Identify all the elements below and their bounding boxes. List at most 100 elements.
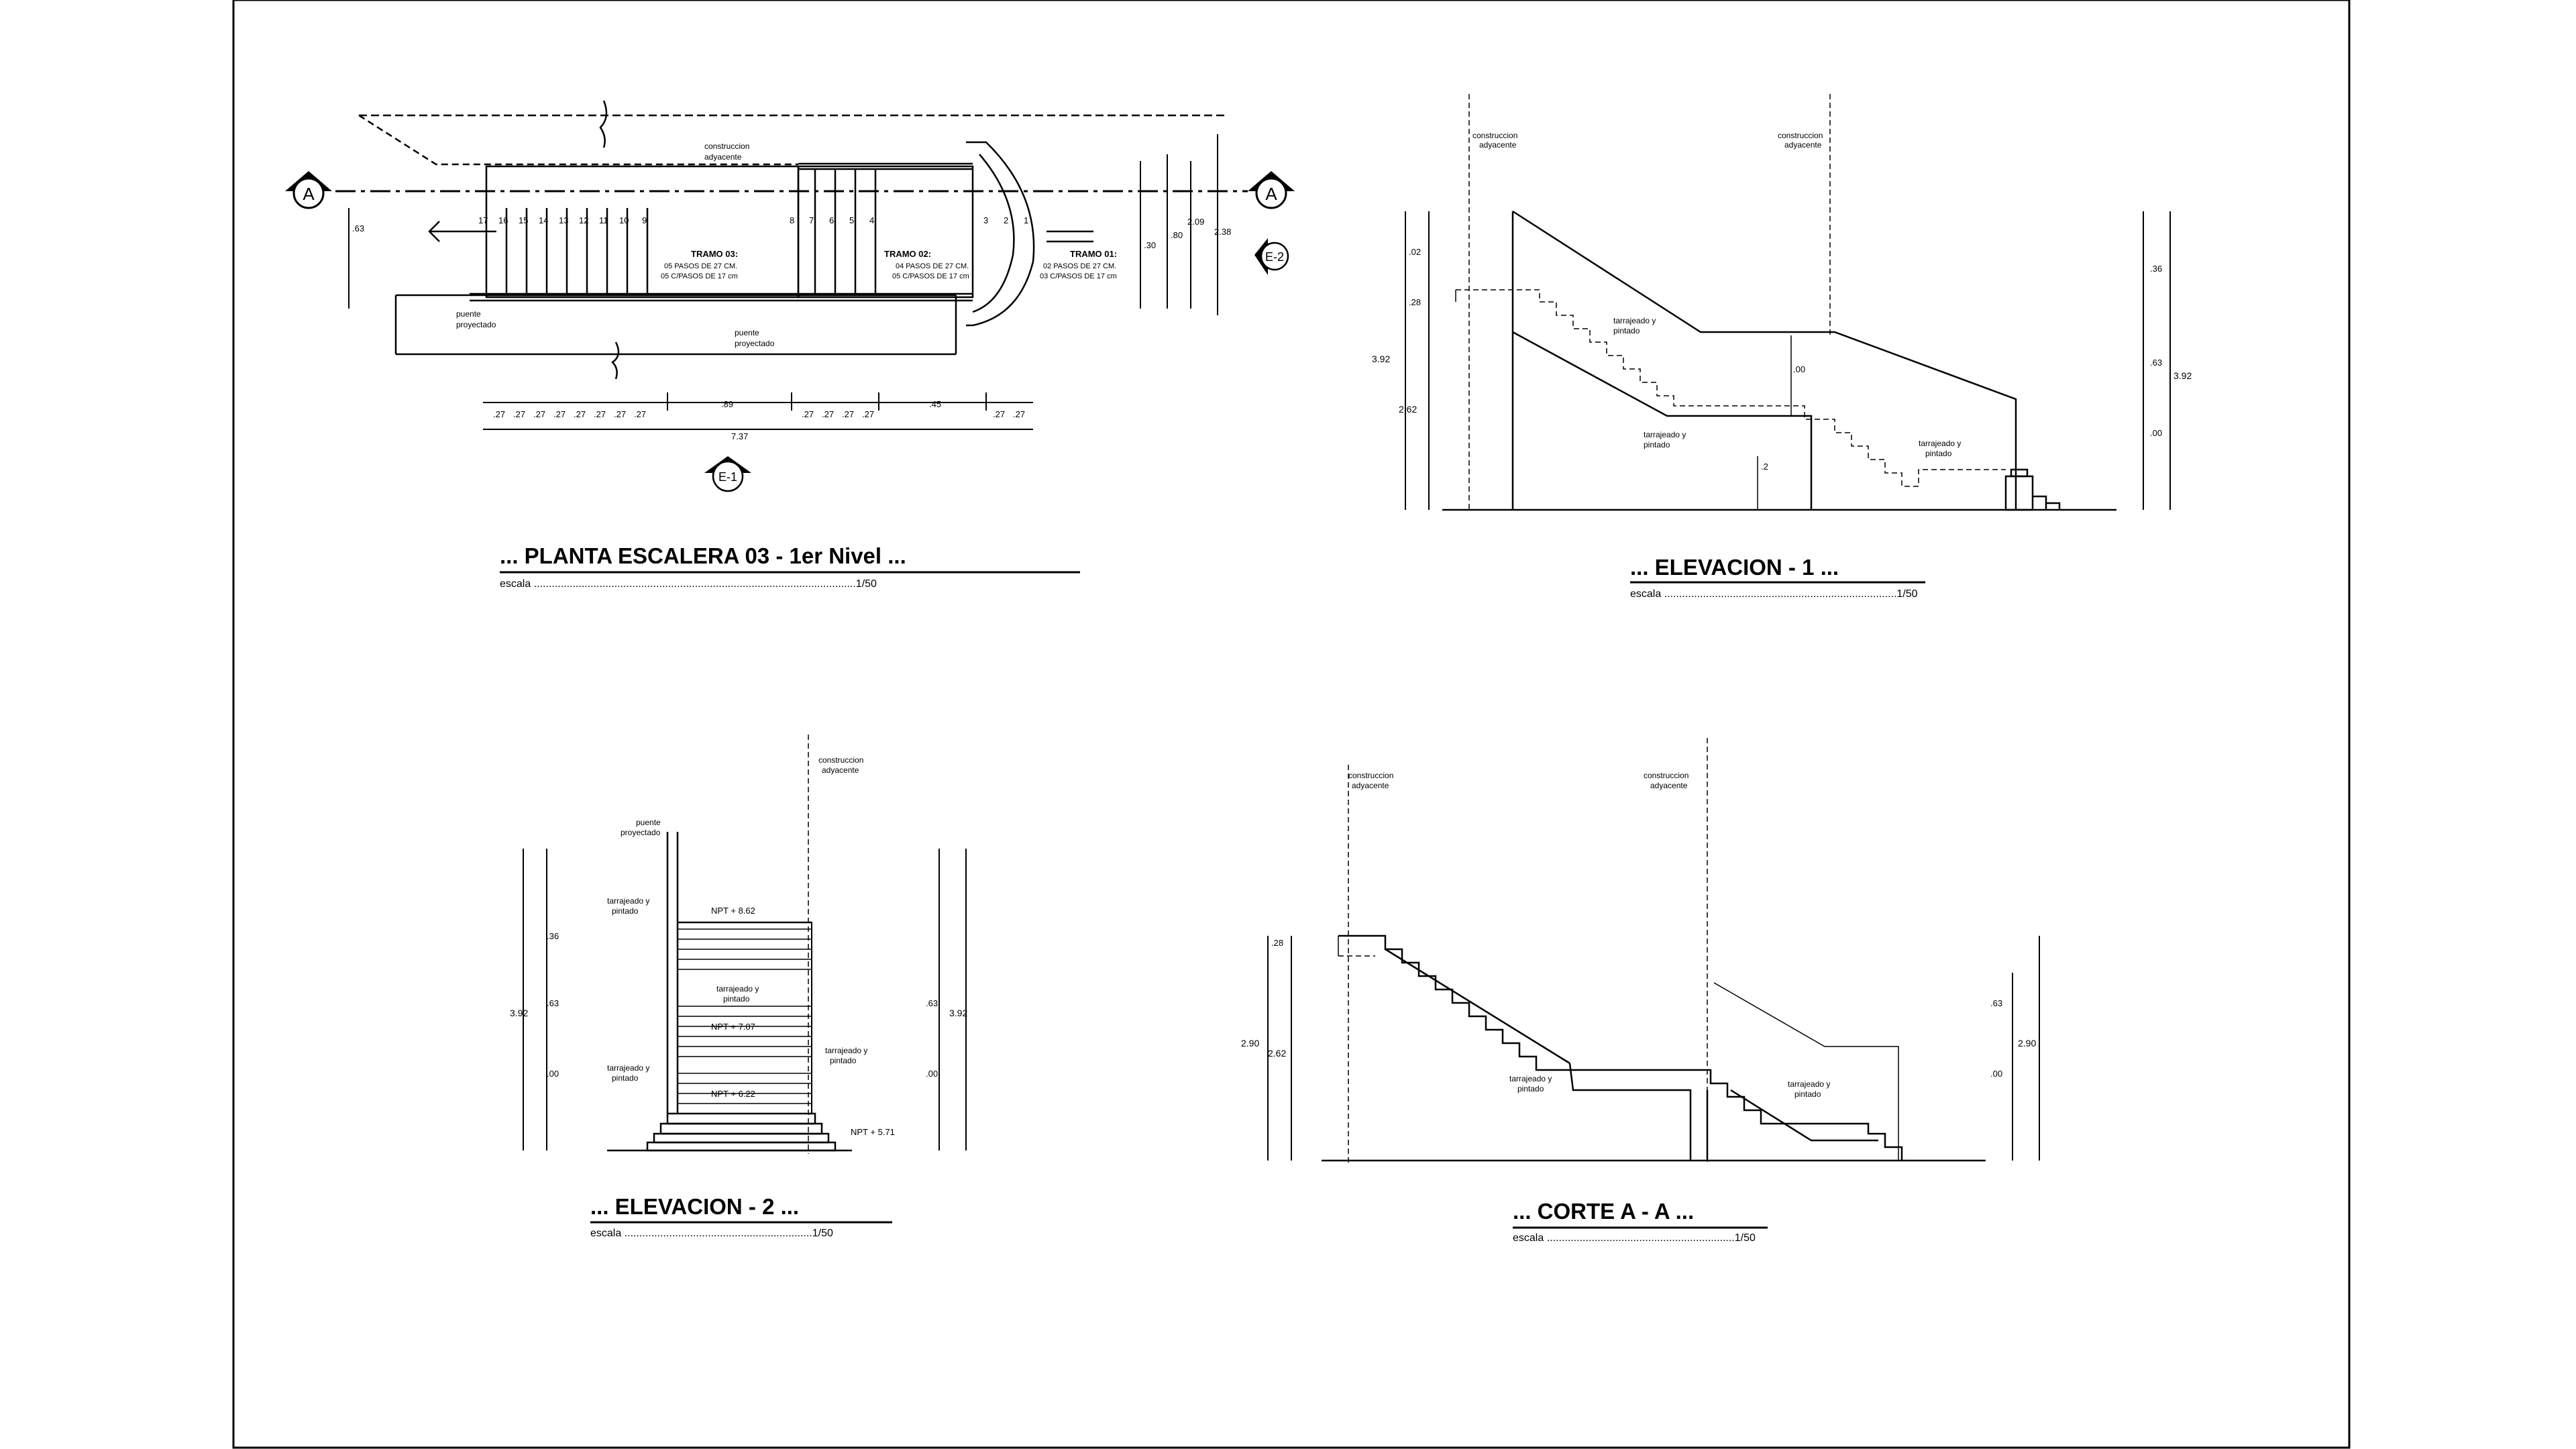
dim-text: 2.62	[1399, 404, 1417, 415]
section-aa-view	[1267, 738, 2040, 1164]
dim-text: .27	[574, 409, 586, 419]
tramo03-pasos: 05 PASOS DE 27 CM.	[664, 262, 737, 270]
plan-proyectado-2: proyectado	[735, 339, 775, 348]
dim-text: 2.09	[1187, 217, 1204, 227]
npt-level: NPT + 7.07	[711, 1022, 755, 1032]
elev2-pintado-c: pintado	[612, 1073, 639, 1083]
plan-view	[335, 100, 1248, 380]
corte-scale: escala .................................…	[1513, 1232, 1756, 1244]
dim-text: .00	[926, 1069, 938, 1079]
cut-marker-left: A	[285, 171, 332, 209]
dim-text: .27	[594, 409, 606, 419]
step-number: 5	[849, 215, 854, 225]
dim-text: .00	[1793, 364, 1805, 374]
dim-text: .00	[547, 1069, 559, 1079]
elev2-adyacente: adyacente	[822, 765, 859, 775]
elev1-pintado-c: pintado	[1925, 449, 1952, 458]
step-number: 14	[539, 215, 548, 225]
step-number: 3	[983, 215, 988, 225]
elevation-2-view	[523, 735, 967, 1154]
elev1-title: ... ELEVACION - 1 ...	[1630, 555, 1839, 580]
dim-text: .27	[822, 409, 834, 419]
tramo01-title: TRAMO 01:	[1070, 249, 1117, 259]
plan-title: ... PLANTA ESCALERA 03 - 1er Nivel ...	[500, 543, 906, 568]
dim-text: .00	[2150, 428, 2162, 438]
dim-text: 3.92	[1372, 354, 1390, 364]
dim-text: .27	[862, 409, 874, 419]
plan-scale: escala .................................…	[500, 578, 877, 590]
dim-text: .27	[993, 409, 1005, 419]
elevation-marker-e1: E-1	[704, 456, 751, 492]
dim-text: .89	[721, 399, 733, 409]
step-number: 8	[790, 215, 794, 225]
plan-dimension-text: .27 .27 .27 .27 .27 .27 .27 .27 .89 .27 …	[352, 217, 1231, 441]
dim-text: .28	[1409, 297, 1421, 307]
plan-puente-2: puente	[735, 328, 759, 337]
step-number: 7	[809, 215, 814, 225]
corte-adyacente-a: adyacente	[1352, 781, 1389, 790]
cut-label-a-left: A	[303, 184, 315, 204]
dim-text: .36	[547, 931, 559, 941]
npt-level: NPT + 5.71	[851, 1127, 895, 1137]
step-number: 9	[642, 215, 647, 225]
elevation-2-title-block: ... ELEVACION - 2 ... escala ...........…	[590, 1194, 892, 1239]
elevation-1-labels: construccion adyacente construccion adya…	[1372, 131, 2192, 472]
corte-construccion-a: construccion	[1348, 771, 1393, 780]
plan-adyacente: adyacente	[704, 152, 742, 162]
dim-text: .27	[614, 409, 626, 419]
elev1-adyacente-a: adyacente	[1479, 140, 1517, 150]
corte-tarrajeado-a: tarrajeado y	[1509, 1074, 1552, 1083]
elev2-tarrajeado-a: tarrajeado y	[607, 896, 649, 906]
elev1-construccion-a: construccion	[1472, 131, 1517, 140]
plan-labels: construccion adyacente puente proyectado…	[456, 142, 1117, 348]
dim-text: .45	[929, 399, 941, 409]
elev2-tarrajeado-b: tarrajeado y	[716, 984, 759, 994]
plan-dimensions	[348, 134, 1218, 430]
e1-label: E-1	[718, 470, 737, 484]
step-number: 6	[829, 215, 834, 225]
elevation-2-labels: construccion adyacente puente proyectado…	[510, 755, 967, 1137]
dim-text: 2.38	[1214, 227, 1231, 237]
tramo02-pasos: 04 PASOS DE 27 CM.	[896, 262, 969, 270]
dim-text: .2	[1761, 462, 1768, 472]
corte-tarrajeado-b: tarrajeado y	[1788, 1079, 1830, 1089]
dim-text: .63	[352, 223, 364, 233]
step-number: 2	[1004, 215, 1008, 225]
dim-text: .27	[553, 409, 566, 419]
tramo01-pasos: 02 PASOS DE 27 CM.	[1043, 262, 1116, 270]
corte-construccion-b: construccion	[1644, 771, 1688, 780]
elev2-tarrajeado-c: tarrajeado y	[607, 1063, 649, 1073]
dim-text: .28	[1271, 938, 1283, 948]
step-number: 10	[619, 215, 629, 225]
tramo03-title: TRAMO 03:	[691, 249, 738, 259]
elev2-pintado-b: pintado	[723, 994, 750, 1004]
e2-label: E-2	[1265, 250, 1284, 264]
plan-puente: puente	[456, 309, 481, 319]
elev1-pintado-a: pintado	[1613, 326, 1640, 335]
dim-text: 3.92	[2174, 370, 2192, 381]
tramo02-cpasos: 05 C/PASOS DE 17 cm	[892, 272, 969, 280]
corte-adyacente-b: adyacente	[1650, 781, 1688, 790]
npt-level: NPT + 8.62	[711, 906, 755, 916]
section-aa-title-block: ... CORTE A - A ... escala .............…	[1513, 1199, 1768, 1244]
step-number: 11	[599, 215, 608, 225]
elev2-puente: puente	[636, 818, 661, 827]
dim-text: .27	[513, 409, 525, 419]
dim-text: .27	[1013, 409, 1025, 419]
elev1-construccion-b: construccion	[1778, 131, 1823, 140]
dim-text: .02	[1409, 247, 1421, 257]
sheet-border	[232, 0, 2351, 1449]
section-aa-labels: construccion adyacente construccion adya…	[1241, 771, 2036, 1099]
cut-label-a-right: A	[1265, 184, 1277, 204]
elev2-construccion: construccion	[818, 755, 863, 765]
corte-pintado-a: pintado	[1517, 1084, 1544, 1093]
tramo03-cpasos: 05 C/PASOS DE 17 cm	[661, 272, 738, 280]
dim-text: .80	[1171, 230, 1183, 240]
dim-text: 3.92	[510, 1008, 528, 1018]
elev1-tarrajeado-a: tarrajeado y	[1613, 316, 1656, 325]
elev2-pintado-d: pintado	[830, 1056, 857, 1065]
dim-text: 2.90	[2018, 1038, 2036, 1049]
corte-pintado-b: pintado	[1794, 1089, 1821, 1099]
elev2-tarrajeado-d: tarrajeado y	[825, 1046, 867, 1055]
